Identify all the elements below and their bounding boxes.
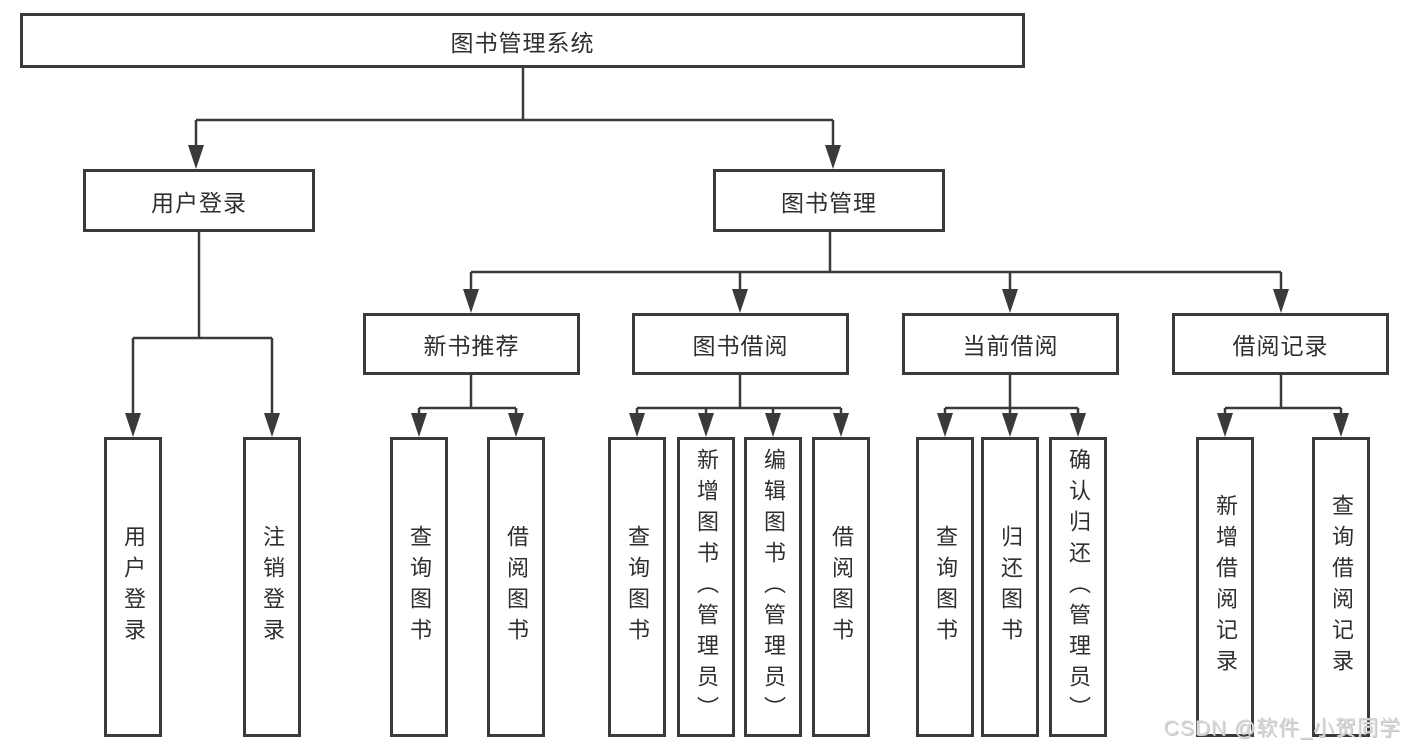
node-root-label: 图书管理系统 <box>450 29 595 56</box>
node-book-borrow-label: 图书借阅 <box>692 333 789 359</box>
node-book-management: 图书管理 <box>713 169 945 232</box>
leaf-query-borrow-record: 查询借阅记录 <box>1312 437 1370 737</box>
node-user-login-label: 用户登录 <box>151 189 247 216</box>
node-new-book-recommend-label: 新书推荐 <box>423 333 520 359</box>
node-user-login: 用户登录 <box>83 169 315 232</box>
leaf-query-books-current: 查询图书 <box>916 437 974 737</box>
connector-book-borrow <box>635 375 843 416</box>
leaf-return-book: 归还图书 <box>981 437 1039 737</box>
leaf-query-books-recommend: 查询图书 <box>390 437 448 737</box>
connector-book-mgmt <box>469 232 1283 292</box>
arrowheads <box>125 145 1349 437</box>
leaf-query-books-borrow: 查询图书 <box>608 437 666 737</box>
leaf-borrow-books: 借阅图书 <box>812 437 870 737</box>
node-current-borrow: 当前借阅 <box>902 313 1119 375</box>
leaf-add-borrow-record: 新增借阅记录 <box>1196 437 1254 737</box>
connector-current-borrow <box>943 375 1080 416</box>
leaf-borrow-books-recommend: 借阅图书 <box>487 437 545 737</box>
leaf-edit-book-admin: 编辑图书（管理员） <box>744 437 802 737</box>
connector-borrow-records <box>1223 375 1343 416</box>
node-book-management-label: 图书管理 <box>781 189 877 216</box>
leaf-logout: 注销登录 <box>243 437 301 737</box>
leaf-add-book-admin: 新增图书（管理员） <box>677 437 735 737</box>
csdn-watermark: CSDN @软件_小贺同学 <box>1163 717 1401 740</box>
connector-user-login <box>131 232 274 416</box>
node-new-book-recommend: 新书推荐 <box>363 313 580 375</box>
leaf-confirm-return-admin: 确认归还（管理员） <box>1049 437 1107 737</box>
connector-new-book <box>417 375 518 416</box>
node-borrow-records: 借阅记录 <box>1172 313 1389 375</box>
leaf-user-login: 用户登录 <box>104 437 162 737</box>
node-book-borrow: 图书借阅 <box>632 313 849 375</box>
node-current-borrow-label: 当前借阅 <box>962 333 1059 359</box>
connector-root <box>194 68 835 148</box>
node-root-system: 图书管理系统 <box>20 13 1025 68</box>
node-borrow-records-label: 借阅记录 <box>1232 333 1329 359</box>
